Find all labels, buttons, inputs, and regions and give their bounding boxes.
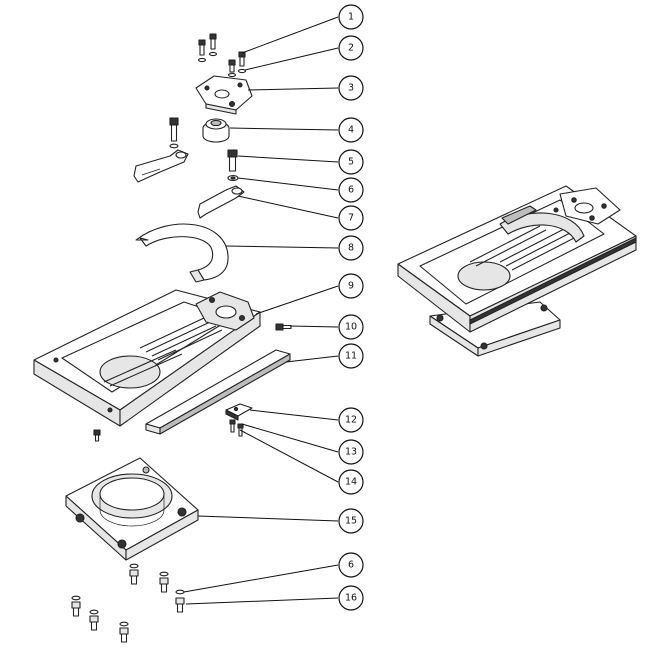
mounting-flange [65,457,199,561]
callout-8: 8 [338,235,364,261]
small-screw [275,323,292,331]
main-slide-base [33,289,261,427]
callout-10: 10 [338,314,364,340]
callout-3-label: 3 [348,83,354,94]
top-plate [195,75,253,115]
leader-lines [183,16,339,605]
callout-2-label: 2 [348,43,354,54]
callout-14-label: 14 [345,477,357,488]
callout-7-label: 7 [348,213,354,224]
callout-16-label: 16 [345,593,357,604]
callout-2: 2 [338,35,364,61]
callout-3: 3 [338,75,364,101]
assembled-unit [397,185,637,357]
callout-5: 5 [338,149,364,175]
curved-guide-ring [135,223,229,283]
lever [197,185,245,219]
callout-balloons: 1 2 3 4 5 6 7 8 9 10 11 12 13 14 15 6 16 [338,4,364,611]
callout-14: 14 [338,469,364,495]
left-lever [133,149,189,183]
callout-13-label: 13 [345,447,357,458]
callout-11: 11 [338,343,364,369]
callout-8-label: 8 [348,243,354,254]
bushing [202,118,230,143]
washer [227,175,239,181]
callout-10-label: 10 [345,322,357,333]
long-rail [145,349,291,435]
callout-16: 16 [338,585,364,611]
hex-bolts-cluster [71,563,185,643]
callout-12-label: 12 [345,415,357,426]
callout-5-label: 5 [348,157,354,168]
callout-4: 4 [338,117,364,143]
tiny-screws [229,419,244,437]
callout-9: 9 [338,273,364,299]
callout-6b: 6 [338,552,364,578]
small-block [225,403,253,421]
callout-15: 15 [338,508,364,534]
callout-1-label: 1 [348,12,354,23]
callout-9-label: 9 [348,281,354,292]
cap-screws-small-cluster [197,33,247,78]
callout-6b-label: 6 [348,560,354,571]
callout-13: 13 [338,439,364,465]
lever-screw [169,117,179,149]
base-screw [93,429,101,442]
callout-1: 1 [338,4,364,30]
callout-4-label: 4 [348,125,354,136]
callout-6-label: 6 [348,185,354,196]
callout-12: 12 [338,407,364,433]
callout-7: 7 [338,205,364,231]
callout-6: 6 [338,177,364,203]
callout-15-label: 15 [345,516,357,527]
cap-screw [227,149,238,172]
callout-11-label: 11 [345,351,357,362]
